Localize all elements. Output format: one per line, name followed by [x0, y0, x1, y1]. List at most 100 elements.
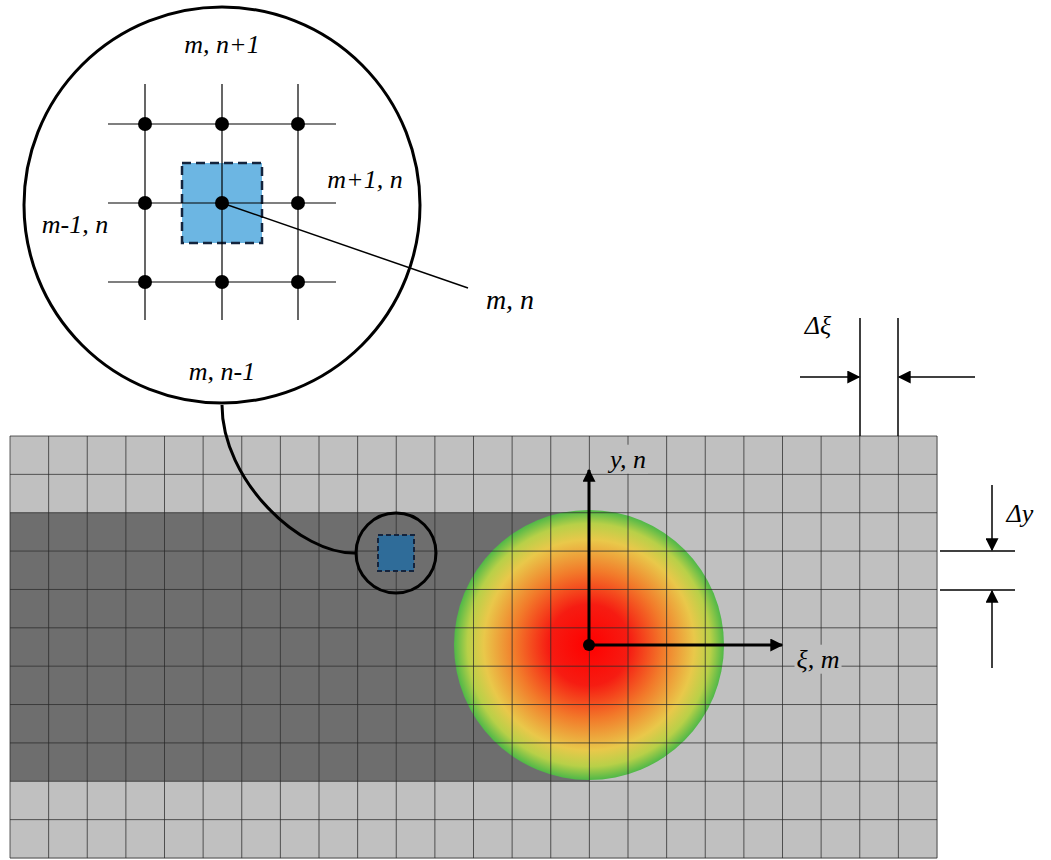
mesh-cell [203, 513, 242, 552]
mesh-cell [87, 705, 126, 744]
mesh-line [859, 436, 860, 858]
mesh-line [10, 704, 937, 705]
xi-axis [589, 644, 782, 647]
mesh-cell [898, 743, 937, 782]
mesh-cell [319, 436, 358, 475]
mesh-cell [744, 589, 783, 628]
mesh-line [10, 742, 937, 743]
mesh-cell [860, 513, 899, 552]
mesh-cell [821, 513, 860, 552]
mesh-line [10, 436, 11, 858]
mesh-cell [242, 743, 281, 782]
mesh-cell [821, 781, 860, 820]
mesh-cell [165, 436, 204, 475]
mesh-cell [667, 436, 706, 475]
node-label-wrap: m, n-1 [187, 358, 257, 387]
mesh-cell [396, 705, 435, 744]
mesh-cell [242, 781, 281, 820]
mesh-line [10, 474, 937, 475]
mesh-cell [396, 820, 435, 859]
mesh-line [10, 781, 937, 782]
mesh-cell [319, 628, 358, 667]
mesh-cell [744, 820, 783, 859]
mesh-cell [203, 705, 242, 744]
mesh-line [434, 436, 435, 858]
mesh-cell [512, 436, 551, 475]
mesh-line [280, 436, 281, 858]
mesh-cell [319, 705, 358, 744]
mesh-cell [898, 474, 937, 513]
node-index-label: m, n-1 [187, 357, 257, 386]
mesh-cell [821, 743, 860, 782]
mesh-cell [87, 666, 126, 705]
mesh-cell [165, 589, 204, 628]
extension-line [940, 550, 1015, 552]
mesh-cell [589, 474, 628, 513]
mesh-cell [203, 743, 242, 782]
mesh-cell [589, 820, 628, 859]
mesh-cell [126, 781, 165, 820]
axis-label: ξ, m [795, 645, 842, 674]
mesh-cell [551, 474, 590, 513]
mesh-cell [860, 743, 899, 782]
mesh-cell [358, 436, 397, 475]
mesh-cell [126, 705, 165, 744]
mesh-cell [860, 436, 899, 475]
node-label-wrap: m-1, n [40, 211, 110, 240]
node-label-wrap: m+1, n [325, 166, 404, 195]
mesh-cell [435, 820, 474, 859]
mesh-line [396, 436, 397, 858]
mesh-cell [898, 628, 937, 667]
mesh-cell [319, 551, 358, 590]
mesh-cell [474, 820, 513, 859]
mesh-cell [783, 551, 822, 590]
mesh-cell [49, 474, 88, 513]
dimension-arrow [991, 591, 993, 668]
mesh-cell [49, 551, 88, 590]
mesh-cell [49, 743, 88, 782]
mesh-cell [860, 781, 899, 820]
mesh-cell [242, 589, 281, 628]
mesh-cell [435, 551, 474, 590]
mesh-cell [280, 436, 319, 475]
mesh-cell [705, 513, 744, 552]
mesh-cell [10, 820, 49, 859]
mesh-cell [783, 743, 822, 782]
magnifier-ring [24, 7, 420, 403]
mesh-cell [744, 513, 783, 552]
mesh-line [937, 436, 938, 858]
mesh-cell [744, 705, 783, 744]
mesh-line [512, 436, 513, 858]
mesh-line [357, 436, 358, 858]
mesh-cell [628, 474, 667, 513]
mesh-line [782, 436, 783, 858]
mesh-cell [319, 781, 358, 820]
mesh-cell [396, 628, 435, 667]
mesh-cell [242, 513, 281, 552]
mesh-cell [280, 628, 319, 667]
node-label-wrap: m, n+1 [182, 31, 261, 60]
mesh-cell [242, 436, 281, 475]
mesh-cell [280, 743, 319, 782]
grid-node [291, 117, 305, 131]
mesh-cell [396, 474, 435, 513]
mesh-cell [87, 628, 126, 667]
mesh-cell [165, 551, 204, 590]
mesh-cell [705, 781, 744, 820]
label-wrap: m, n [484, 285, 536, 316]
mesh-cell [126, 513, 165, 552]
mesh-cell [319, 666, 358, 705]
mesh-cell [126, 551, 165, 590]
mesh-cell [126, 436, 165, 475]
mesh-cell [203, 589, 242, 628]
mesh-cell [203, 628, 242, 667]
control-volume [378, 535, 414, 571]
mesh-line [10, 819, 937, 820]
mesh-cell [358, 820, 397, 859]
mesh-cell [358, 589, 397, 628]
mesh-cell [242, 820, 281, 859]
mesh-cell [783, 820, 822, 859]
mesh-cell [821, 705, 860, 744]
leader-line [222, 203, 468, 288]
origin-dot [583, 639, 595, 651]
